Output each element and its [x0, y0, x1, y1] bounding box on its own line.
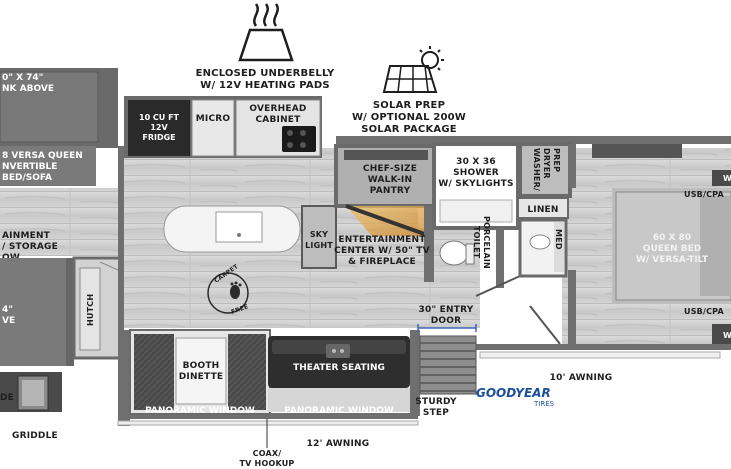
sofa-label-3: BED/SOFA [2, 173, 52, 183]
kitchen-cabinets [124, 96, 322, 158]
w-side-top: W [723, 174, 731, 183]
entry-door-label-1: 30" ENTRY [419, 305, 474, 315]
usb-bottom-label: USB/CPA [684, 307, 724, 316]
pantry-label-2: WALK-IN [368, 175, 412, 185]
fridge-label-3: FRIDGE [142, 133, 175, 142]
goodyear-logo: GOODYEAR TIRES [476, 386, 555, 408]
entry-door-label-2: DOOR [431, 316, 462, 326]
solar-label-3: SOLAR PACKAGE [361, 124, 457, 135]
bath-vanity [518, 218, 568, 278]
toilet-label-2: TOILET [472, 226, 481, 259]
usb-top-label: USB/CPA [684, 190, 724, 199]
theater-seating [268, 336, 410, 412]
awning-12 [117, 420, 419, 426]
bedroom-walls [529, 144, 682, 346]
entertainment-center-label-3: & FIREPLACE [348, 257, 416, 267]
bed-label-1: 60 X 80 [653, 233, 691, 243]
awning-12-label: 12' AWNING [307, 439, 370, 449]
skylight-label-1: SKY [310, 230, 328, 239]
overhead-label-2: CABINET [256, 115, 302, 125]
left-lower-room [0, 258, 74, 366]
toilet [439, 240, 475, 266]
theater-label: THEATER SEATING [293, 363, 385, 373]
bunk-above-label: NK ABOVE [2, 84, 54, 94]
goodyear-tires: TIRES [533, 400, 555, 408]
shower-label-2: SHOWER [453, 168, 499, 178]
hutch-label: HUTCH [86, 294, 95, 326]
panoramic-window-2-label: PANORAMIC WINDOW [284, 406, 394, 416]
shower [432, 142, 520, 230]
washer-label-3: PREP [552, 148, 561, 172]
sturdy-step-label-2: STEP [423, 408, 449, 418]
entertainment-left-2: / STORAGE [2, 242, 58, 252]
fireplace [345, 204, 434, 282]
bathroom-walls [475, 228, 521, 297]
med-label: MED [554, 229, 563, 250]
dinette-label-1: BOOTH [183, 361, 220, 371]
washer-label-2: DRYER [542, 148, 551, 179]
pantry-label-3: PANTRY [370, 186, 411, 196]
sun-icon [419, 46, 444, 71]
de-label: DE [0, 393, 14, 403]
entertainment-left-1: AINMENT [2, 231, 51, 241]
left-ve-label: VE [2, 316, 15, 326]
nightstands [712, 170, 731, 344]
skylight [301, 205, 337, 269]
shower-label-3: W/ SKYLIGHTS [438, 179, 513, 189]
sturdy-step-label-1: STURDY [415, 397, 457, 407]
kitchen-island [163, 205, 301, 253]
exterior-walls [118, 136, 731, 426]
solar-label-1: SOLAR PREP [373, 100, 445, 111]
washer-label-1: WASHER/ [532, 148, 541, 191]
sofa-label-1: 8 VERSA QUEEN [2, 151, 83, 161]
linen-closet [517, 197, 569, 219]
awning-10-label: 10' AWNING [550, 373, 613, 383]
bed-label-2: QUEEN BED [643, 244, 701, 254]
carpet-free-stamp [207, 272, 249, 314]
cooktop [282, 126, 316, 152]
entry-door [417, 324, 477, 332]
solar-panel-icon [382, 65, 438, 93]
sturdy-step [419, 335, 477, 395]
griddle-label: GRIDDLE [12, 431, 58, 441]
hutch [72, 256, 124, 360]
versa-sofa [0, 146, 96, 186]
washer-dryer-prep [518, 142, 572, 198]
entertainment-center-label-1: ENTERTAINMENT [338, 235, 426, 245]
bed-label-3: W/ VERSA-TILT [636, 255, 709, 265]
booth-dinette [129, 329, 271, 415]
coax-label-2: TV HOOKUP [240, 459, 295, 468]
awning-10 [479, 351, 721, 359]
dinette-label-2: DINETTE [179, 372, 224, 382]
goodyear-wordmark: GOODYEAR [476, 386, 551, 400]
left-bunk-room [0, 68, 118, 148]
toilet-label-1: PORCELAIN [482, 216, 491, 269]
skylight-label-2: LIGHT [305, 241, 333, 250]
solar-label-2: W/ OPTIONAL 200W [352, 112, 466, 123]
bunk-size-label: 0" X 74" [2, 73, 43, 83]
queen-bed [612, 188, 731, 304]
left-size-label: 4" [2, 305, 13, 315]
coax-label-1: COAX/ [253, 449, 282, 458]
shower-label-1: 30 X 36 [456, 157, 496, 167]
w-side-bottom: W [723, 331, 731, 340]
entertainment-center-label-2: CENTER W/ 50" TV [334, 246, 430, 256]
pantry-label-1: CHEF-SIZE [363, 164, 417, 174]
fridge [128, 100, 190, 156]
panoramic-window-1-label: PANORAMIC WINDOW [145, 406, 255, 416]
linen-label: LINEN [527, 205, 558, 215]
underbelly-icon [238, 3, 294, 62]
underbelly-label-1: ENCLOSED UNDERBELLY [196, 68, 335, 79]
underbelly-label-2: W/ 12V HEATING PADS [200, 80, 330, 91]
micro-label: MICRO [196, 114, 231, 124]
fridge-label-1: 10 CU FT [139, 113, 180, 122]
griddle [0, 372, 62, 412]
fridge-label-2: 12V [150, 123, 168, 132]
left-floor [0, 188, 120, 256]
overhead-label-1: OVERHEAD [249, 104, 306, 114]
sofa-label-2: NVERTIBLE [2, 162, 57, 172]
